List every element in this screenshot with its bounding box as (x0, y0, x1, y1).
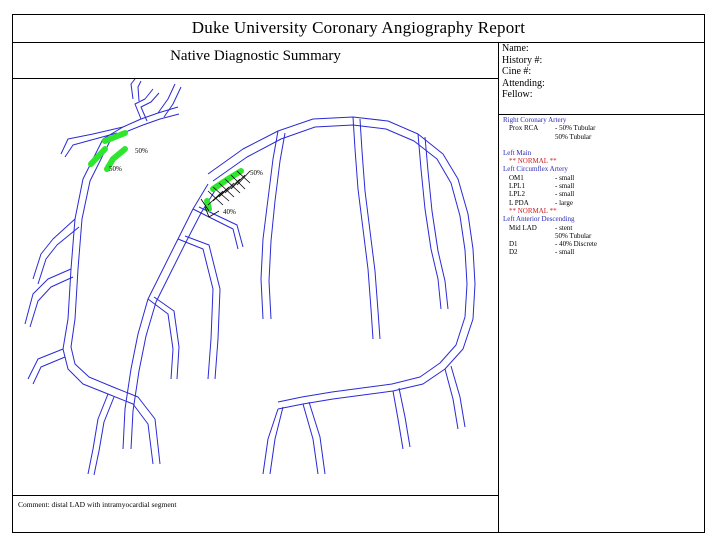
rca-top-loop (130, 79, 142, 102)
finding-row: 50% Tubular (503, 232, 701, 240)
rca-lesion-label-a: 50% (135, 147, 148, 155)
segment-finding: - large (555, 198, 573, 207)
lad-septal (192, 206, 244, 250)
left-main-header: Left Main (503, 148, 532, 157)
segment-finding: 50% Tubular (555, 132, 592, 141)
cine-label: Cine #: (502, 66, 532, 77)
segment-name (503, 232, 555, 240)
lad-stent-lesion (210, 168, 244, 192)
findings-panel: Right Coronary Artery Prox RCA - 50% Tub… (503, 116, 701, 257)
rca-conus-branch (60, 126, 124, 158)
segment-finding: - 50% Tubular (555, 124, 596, 133)
rca-lesion-label-b: 50% (109, 165, 122, 173)
finding-row: D1 - 40% Discrete (503, 240, 701, 248)
segment-name: LPL1 (509, 182, 525, 191)
comment-divider (12, 495, 499, 496)
lad-stent-label: 50% (250, 169, 263, 177)
segment-finding: - stent (555, 223, 573, 232)
d1-lesion-label: 40% (223, 208, 236, 216)
segment-name: L PDA (509, 198, 529, 207)
lcx-normal: ** NORMAL ** (509, 206, 557, 215)
rca-lesion-3 (104, 146, 128, 172)
segment-name: LPL2 (509, 190, 525, 199)
segment-name: D1 (509, 240, 518, 249)
finding-row: OM1 - small (503, 174, 701, 182)
lcx-vessel (207, 116, 476, 410)
lcx-distal-pda (262, 401, 326, 475)
finding-row: 50% Tubular (503, 133, 701, 141)
attending-label: Attending: (502, 77, 545, 89)
finding-row: D2 - small (503, 248, 701, 256)
rca-vessel (62, 138, 161, 465)
finding-row: LPL1 - small (503, 182, 701, 190)
rca-header: Right Coronary Artery (503, 116, 567, 124)
lcx-header: Left Circumflex Artery (503, 165, 568, 174)
rca-acute-marginal (32, 218, 80, 285)
name-label: Name: (502, 43, 529, 54)
rca-branch-3 (27, 348, 66, 385)
rca-top-branch (134, 88, 160, 122)
stent-hatch (200, 170, 251, 218)
rca-upper-stub (157, 83, 182, 118)
patient-divider (498, 114, 705, 115)
lcx-lpl2-branch (417, 133, 449, 310)
left-main-normal: ** NORMAL ** (509, 157, 557, 166)
segment-finding: 50% Tubular (555, 231, 592, 240)
segment-finding: - small (555, 182, 575, 191)
subtitle-divider (12, 78, 499, 79)
segment-finding: - 40% Discrete (555, 240, 597, 249)
lad-header: Left Anterior Descending (503, 215, 575, 224)
finding-row: Mid LAD - stent (503, 224, 701, 232)
history-label: History #: (502, 54, 543, 66)
title-bar: Duke University Coronary Angiography Rep… (12, 14, 705, 43)
comment-text: Comment: distal LAD with intramyocardial… (18, 500, 177, 509)
segment-finding: - small (555, 190, 575, 199)
finding-row: Prox RCA - 50% Tubular (503, 124, 701, 132)
lcx-lower-branches (392, 365, 466, 450)
segment-name: Prox RCA (509, 124, 539, 133)
lcx-lpl1-branch (352, 116, 381, 340)
rca-lesion-1 (102, 130, 128, 144)
diagram-title: Native Diagnostic Summary (170, 48, 341, 64)
report-frame (12, 14, 705, 533)
rca-pda (87, 393, 115, 476)
fellow-label: Fellow: (502, 89, 533, 100)
diagonal-d1 (177, 235, 221, 380)
finding-row: L PDA - large (503, 199, 701, 207)
coronary-tree-svg: 50% 50% 50% 40% (24, 79, 476, 476)
segment-name: D2 (509, 248, 518, 257)
coronary-diagram: 50% 50% 50% 40% (13, 79, 498, 495)
lcx-om-branch (260, 130, 286, 320)
rca-lesion-2 (88, 146, 108, 167)
column-divider (498, 42, 499, 533)
diagonal-d2 (147, 296, 180, 380)
finding-row: LPL2 - small (503, 190, 701, 198)
segment-name: OM1 (509, 173, 524, 182)
segment-name: Mid LAD (509, 223, 537, 232)
segment-name (503, 133, 555, 141)
segment-finding: - small (555, 248, 575, 257)
patient-info: Name: History #: Cine #: Attending: Fell… (502, 43, 545, 101)
report-title: Duke University Coronary Angiography Rep… (191, 18, 526, 37)
segment-finding: - small (555, 173, 575, 182)
rca-branch-2 (24, 268, 74, 328)
